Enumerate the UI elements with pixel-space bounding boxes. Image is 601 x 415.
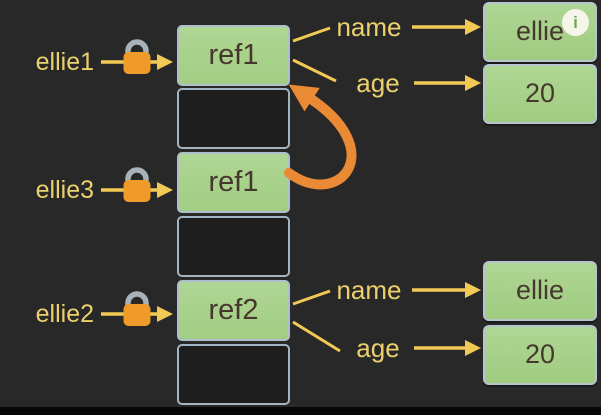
connector-ref1-to-age [292, 58, 337, 83]
object2-name-value: ellie [483, 261, 597, 321]
variable-label-ellie3: ellie3 [35, 176, 94, 204]
stack-cell-empty-3 [177, 344, 290, 405]
curved-arrow-ref1-alias [284, 84, 357, 190]
field-label-name-top: name [336, 12, 402, 42]
object1-age-value: 20 [483, 64, 597, 124]
lock-icon-ellie1 [123, 39, 151, 74]
connector-ref1-to-name [292, 26, 331, 43]
stack-cell-ref1-b: ref1 [177, 152, 290, 213]
lock-icon-ellie3 [123, 167, 151, 202]
stack-cell-empty-1 [177, 88, 290, 149]
field-label-name-bottom: name [336, 275, 402, 305]
connector-ref2-to-age [292, 320, 341, 353]
stack-cell-ref1-a: ref1 [177, 25, 290, 86]
info-icon[interactable]: i [562, 9, 589, 36]
variable-label-ellie1: ellie1 [35, 48, 94, 76]
stack-cell-empty-2 [177, 216, 290, 277]
field-label-age-top: age [356, 68, 400, 98]
stack-cell-ref2: ref2 [177, 280, 290, 341]
variable-label-ellie2: ellie2 [35, 300, 94, 328]
object2-age-value: 20 [483, 325, 597, 385]
lock-icon-ellie2 [123, 291, 151, 326]
bottom-border [0, 407, 601, 415]
field-label-age-bottom: age [356, 333, 400, 363]
connector-ref2-to-name [292, 289, 331, 306]
